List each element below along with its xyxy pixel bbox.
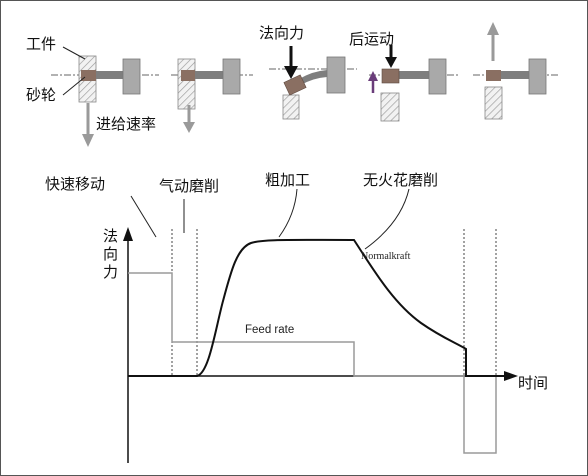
stage-3-schematic bbox=[269, 46, 357, 120]
wheel-hatched bbox=[282, 94, 300, 120]
y-axis-char-1: 法 bbox=[103, 227, 118, 245]
label-phase-rough: 粗加工 bbox=[265, 171, 310, 189]
spindle bbox=[193, 71, 223, 79]
stage-5-schematic bbox=[473, 22, 559, 120]
wheel-hatched bbox=[177, 58, 196, 110]
spindle bbox=[96, 71, 126, 79]
wheel-core bbox=[181, 70, 195, 81]
wheel-core bbox=[381, 68, 400, 84]
spindle bbox=[499, 71, 531, 79]
leader-wheel bbox=[62, 76, 86, 96]
phase-leaders bbox=[130, 188, 410, 250]
workpiece-block bbox=[528, 58, 547, 95]
wheel-core bbox=[283, 74, 307, 96]
spindle bbox=[397, 71, 429, 79]
y-axis-char-2: 向 bbox=[103, 245, 118, 263]
stage-1-schematic bbox=[51, 46, 159, 147]
label-wheel: 砂轮 bbox=[26, 86, 56, 104]
label-feed-rate-line: Feed rate bbox=[245, 324, 294, 336]
stage-4-schematic bbox=[368, 45, 459, 122]
workpiece-block bbox=[326, 56, 346, 94]
purple-up-arrow-icon bbox=[368, 71, 378, 93]
label-phase-sparkout: 无火花磨削 bbox=[363, 171, 438, 189]
workpiece-block bbox=[428, 58, 447, 95]
label-normalkraft: Normalkraft bbox=[361, 251, 411, 262]
label-feed-rate: 进给速率 bbox=[96, 115, 156, 133]
label-x-axis: 时间 bbox=[518, 374, 548, 392]
normal-force-arrow-icon bbox=[284, 46, 298, 79]
label-phase-air: 气动磨削 bbox=[159, 177, 219, 195]
label-phase-rapid: 快速移动 bbox=[45, 175, 105, 193]
spindle-bent bbox=[299, 70, 327, 85]
workpiece-block bbox=[222, 58, 241, 95]
wheel-core bbox=[486, 70, 501, 81]
back-motion-arrow-icon bbox=[385, 45, 397, 68]
feed-arrow-icon bbox=[183, 105, 195, 133]
feed-arrow-icon bbox=[82, 103, 94, 147]
label-y-axis: 法 向 力 bbox=[103, 227, 123, 281]
phase-separators bbox=[171, 229, 497, 376]
leader-workpiece bbox=[62, 46, 86, 60]
wheel-hatched bbox=[380, 92, 400, 122]
workpiece-block bbox=[122, 58, 141, 95]
y-axis bbox=[123, 227, 133, 463]
wheel-core bbox=[81, 70, 96, 81]
y-axis-char-3: 力 bbox=[103, 263, 118, 281]
label-workpiece: 工件 bbox=[26, 35, 56, 53]
retract-arrow-icon bbox=[487, 22, 499, 61]
feed-rate-line bbox=[128, 272, 506, 454]
label-normal-force: 法向力 bbox=[259, 24, 304, 42]
normal-force-curve bbox=[128, 238, 506, 377]
label-back-motion: 后运动 bbox=[349, 30, 394, 48]
wheel-hatched bbox=[484, 86, 503, 120]
stage-2-schematic bbox=[171, 58, 253, 133]
